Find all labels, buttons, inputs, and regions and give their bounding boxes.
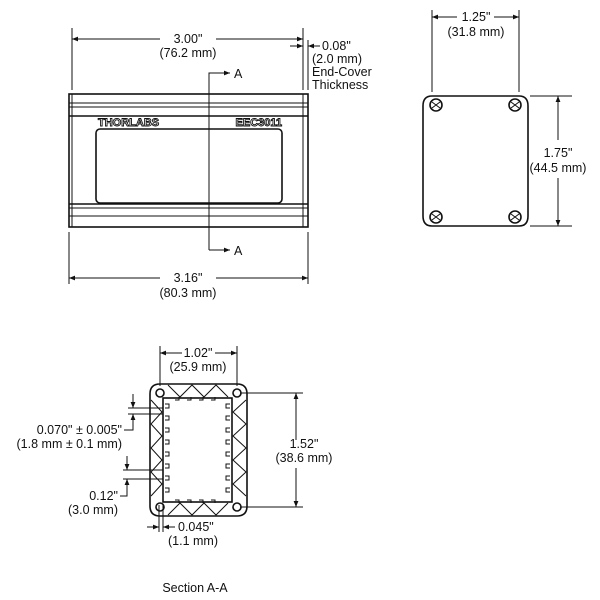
end-cover-dim: 0.08": [322, 39, 351, 53]
width-bottom-mm: (80.3 mm): [160, 286, 217, 300]
side-width-dim: 1.25": [462, 10, 491, 24]
wall-dim: 0.045": [178, 520, 214, 534]
model-label: EEC3011: [236, 117, 282, 129]
side-width-mm: (31.8 mm): [448, 25, 505, 39]
pitch-mm: (3.0 mm): [68, 503, 118, 517]
pitch-dim: 0.12": [89, 489, 118, 503]
section-height-mm: (38.6 mm): [276, 451, 333, 465]
wall-mm: (1.1 mm): [168, 534, 218, 548]
section-width-mm: (25.9 mm): [170, 360, 227, 374]
end-cover-label: End-Cover: [312, 65, 372, 79]
section-marker-top: A: [234, 67, 243, 81]
tolerance-mm: (1.8 mm ± 0.1 mm): [17, 437, 122, 451]
side-height-mm: (44.5 mm): [530, 161, 587, 175]
tolerance-dim: 0.070" ± 0.005": [37, 423, 122, 437]
width-top-mm: (76.2 mm): [160, 46, 217, 60]
section-width-dim: 1.02": [184, 346, 213, 360]
section-view: 1.02" (25.9 mm) 1.52" (38.6 mm) 0.070" ±…: [17, 346, 333, 595]
section-height-dim: 1.52": [290, 437, 319, 451]
display-window: [95, 128, 283, 204]
end-cover-label-2: Thickness: [312, 78, 368, 92]
section-marker-bottom: A: [234, 244, 243, 258]
screw-icon: [429, 98, 522, 224]
width-bottom-dim: 3.16": [174, 271, 203, 285]
end-cover-mm: (2.0 mm): [312, 52, 362, 66]
width-top-dim: 3.00": [174, 32, 203, 46]
brand-logo: THORLABS: [98, 117, 159, 129]
side-height-dim: 1.75": [544, 146, 573, 160]
front-view: THORLABS EEC3011 A A 3.00" (76.2 mm) 0.0…: [68, 28, 372, 300]
section-title: Section A-A: [162, 581, 228, 595]
side-view: 1.25" (31.8 mm) 1.75" (44.5 mm): [422, 10, 587, 227]
